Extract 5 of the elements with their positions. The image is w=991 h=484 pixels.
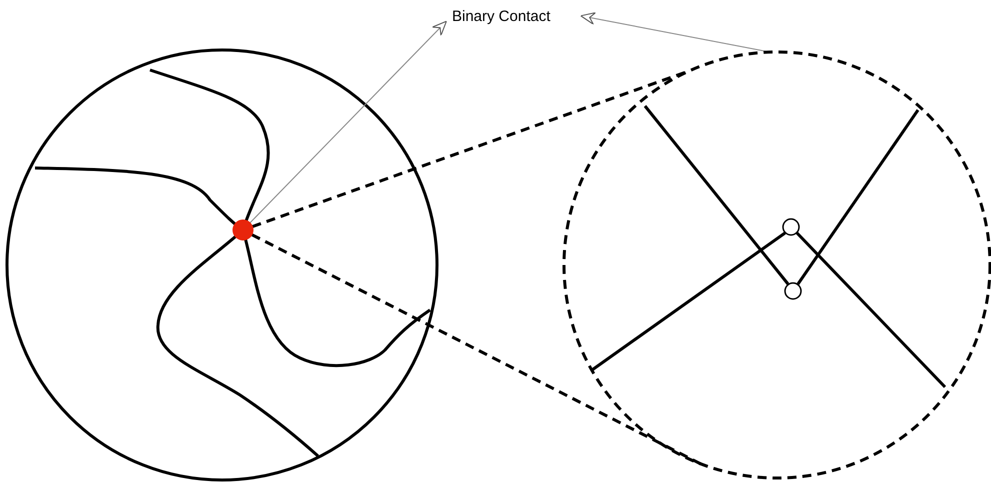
- contact-label: Binary Contact: [452, 8, 550, 26]
- dashed-line: [251, 233, 702, 466]
- leader-line: [249, 20, 447, 224]
- contact-dot: [232, 220, 254, 240]
- magnified-contact-drawing: [562, 50, 991, 480]
